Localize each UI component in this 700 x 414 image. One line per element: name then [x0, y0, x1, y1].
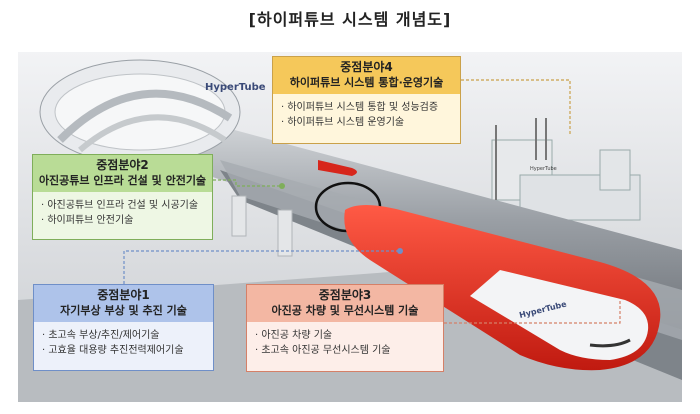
list-item: 초고속 부상/추진/제어기술 [42, 328, 207, 343]
page-title: [하이퍼튜브 시스템 개념도] [248, 10, 452, 29]
connector-f1 [123, 250, 400, 284]
focus-area-1-list: 초고속 부상/추진/제어기술 고효율 대용량 추진전력제어기술 [34, 322, 213, 362]
focus-area-3-box: 중점분야3 아진공 차량 및 무선시스템 기술 아진공 차량 기술 초고속 아진… [246, 284, 444, 372]
focus-area-2-header: 중점분야2 아진공튜브 인프라 건설 및 안전기술 [33, 155, 212, 192]
focus-area-4-header: 중점분야4 하이퍼튜브 시스템 통합·운영기술 [273, 57, 460, 94]
focus-area-1-box: 중점분야1 자기부상 부상 및 추진 기술 초고속 부상/추진/제어기술 고효율… [33, 284, 214, 371]
focus-area-2-title: 중점분야2 [96, 158, 149, 172]
station-label: HyperTube [530, 166, 557, 172]
connector-f2 [213, 179, 282, 187]
focus-area-1-subtitle: 자기부상 부상 및 추진 기술 [60, 304, 187, 317]
focus-area-3-subtitle: 아진공 차량 및 무선시스템 기술 [271, 304, 419, 317]
connector-f4 [461, 79, 571, 135]
focus-area-1-title: 중점분야1 [97, 288, 150, 302]
focus-area-3-list: 아진공 차량 기술 초고속 아진공 무선시스템 기술 [247, 322, 443, 362]
list-item: 하이퍼튜브 안전기술 [41, 213, 206, 228]
focus-area-4-subtitle: 하이퍼튜브 시스템 통합·운영기술 [289, 76, 444, 89]
terminal-building: HyperTube [39, 59, 266, 165]
connector-f3 [444, 300, 621, 324]
list-item: 초고속 아진공 무선시스템 기술 [255, 343, 437, 358]
list-item: 하이퍼튜브 시스템 운영기술 [281, 115, 454, 130]
connector-dot-f1 [397, 248, 403, 254]
focus-area-3-header: 중점분야3 아진공 차량 및 무선시스템 기술 [247, 285, 443, 322]
list-item: 아진공튜브 인프라 건설 및 시공기술 [41, 198, 206, 213]
distant-pod [318, 160, 357, 176]
list-item: 고효율 대용량 추진전력제어기술 [42, 343, 207, 358]
list-item: 하이퍼튜브 시스템 통합 및 성능검증 [281, 100, 454, 115]
focus-area-4-list: 하이퍼튜브 시스템 통합 및 성능검증 하이퍼튜브 시스템 운영기술 [273, 94, 460, 134]
focus-area-4-title: 중점분야4 [340, 60, 393, 74]
focus-area-3-title: 중점분야3 [318, 288, 372, 302]
focus-area-2-subtitle: 아진공튜브 인프라 건설 및 안전기술 [38, 174, 207, 187]
focus-area-2-list: 아진공튜브 인프라 건설 및 시공기술 하이퍼튜브 안전기술 [33, 192, 212, 232]
hypertube-logo: HyperTube [205, 82, 266, 93]
list-item: 아진공 차량 기술 [255, 328, 437, 343]
focus-area-2-box: 중점분야2 아진공튜브 인프라 건설 및 안전기술 아진공튜브 인프라 건설 및… [32, 154, 213, 240]
focus-area-1-header: 중점분야1 자기부상 부상 및 추진 기술 [34, 285, 213, 322]
hypertube-pod: HyperTube [344, 205, 661, 371]
tube-pillars [231, 195, 293, 257]
focus-area-4-box: 중점분야4 하이퍼튜브 시스템 통합·운영기술 하이퍼튜브 시스템 통합 및 성… [272, 56, 461, 144]
connector-dot-f2 [279, 183, 285, 189]
connector-lines [123, 79, 621, 324]
